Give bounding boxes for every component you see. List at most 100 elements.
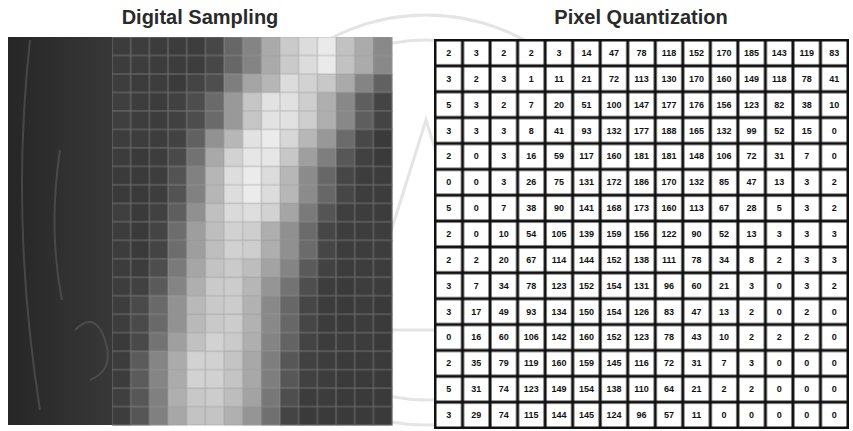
pixel-value: 119 — [793, 40, 821, 66]
pixel-value: 2 — [820, 273, 848, 299]
pixel-value-grid — [435, 40, 848, 428]
pixel-value: 138 — [628, 247, 656, 273]
pixel-value: 130 — [655, 66, 683, 92]
pixel-value: 3 — [793, 169, 821, 195]
pixel-value: 3 — [490, 118, 518, 144]
pixel-value: 0 — [463, 169, 491, 195]
pixel-value: 2 — [765, 247, 793, 273]
pixel-value: 111 — [655, 247, 683, 273]
pixel-value: 15 — [793, 118, 821, 144]
pixel-value: 160 — [710, 66, 738, 92]
pixel-value: 185 — [738, 40, 766, 66]
pixel-value: 10 — [490, 221, 518, 247]
pixel-value: 8 — [738, 247, 766, 273]
pixel-value: 177 — [628, 118, 656, 144]
pixel-value: 51 — [573, 92, 601, 118]
pixel-value: 72 — [655, 350, 683, 376]
pixel-value: 177 — [655, 92, 683, 118]
pixel-value: 11 — [683, 402, 711, 428]
pixel-value: 26 — [518, 169, 546, 195]
pixel-value: 59 — [545, 143, 573, 169]
pixel-value: 152 — [683, 40, 711, 66]
pixel-value: 31 — [463, 376, 491, 402]
pixel-value: 0 — [765, 376, 793, 402]
pixel-value: 113 — [628, 66, 656, 92]
grid-border — [435, 40, 848, 428]
pixel-value: 3 — [793, 247, 821, 273]
pixel-value: 7 — [710, 350, 738, 376]
pixel-value: 2 — [518, 40, 546, 66]
pixel-value: 123 — [628, 325, 656, 351]
pixel-value: 160 — [545, 350, 573, 376]
pixel-value: 0 — [793, 376, 821, 402]
pixel-value: 110 — [628, 376, 656, 402]
pixel-value: 152 — [600, 247, 628, 273]
pixel-value: 38 — [793, 92, 821, 118]
pixel-value: 64 — [655, 376, 683, 402]
pixel-value: 47 — [738, 169, 766, 195]
pixel-value: 106 — [518, 325, 546, 351]
pixel-value: 2 — [435, 350, 463, 376]
pixel-value: 1 — [518, 66, 546, 92]
pixel-value: 0 — [765, 273, 793, 299]
pixel-value: 160 — [600, 143, 628, 169]
pixel-value: 131 — [573, 169, 601, 195]
pixel-value: 3 — [463, 118, 491, 144]
pixel-value: 79 — [490, 350, 518, 376]
pixel-value: 49 — [490, 299, 518, 325]
pixel-value: 3 — [793, 221, 821, 247]
pixel-value: 3 — [490, 169, 518, 195]
pixel-value: 72 — [600, 66, 628, 92]
pixel-value: 47 — [600, 40, 628, 66]
pixel-value: 0 — [820, 376, 848, 402]
pixel-value: 31 — [683, 350, 711, 376]
pixel-value: 82 — [765, 92, 793, 118]
pixel-value: 10 — [710, 325, 738, 351]
pixel-value: 0 — [793, 350, 821, 376]
pixel-value: 0 — [820, 118, 848, 144]
pixel-value: 16 — [518, 143, 546, 169]
pixel-value: 7 — [490, 195, 518, 221]
pixel-value: 78 — [518, 273, 546, 299]
panel-title: Digital Sampling — [122, 6, 279, 29]
pixel-value: 147 — [628, 92, 656, 118]
pixel-value: 160 — [573, 325, 601, 351]
pixel-value: 116 — [628, 350, 656, 376]
pixel-value: 21 — [573, 66, 601, 92]
pixel-value: 154 — [600, 273, 628, 299]
pixel-value: 0 — [463, 143, 491, 169]
pixel-value: 186 — [628, 169, 656, 195]
pixel-value: 5 — [435, 92, 463, 118]
pixel-value: 145 — [600, 350, 628, 376]
pixel-value: 2 — [820, 195, 848, 221]
pixel-value: 145 — [573, 402, 601, 428]
pixel-value: 152 — [600, 325, 628, 351]
pixel-value: 13 — [765, 169, 793, 195]
panel-title: Pixel Quantization — [554, 6, 727, 29]
pixel-value: 154 — [600, 299, 628, 325]
pixel-value: 29 — [463, 402, 491, 428]
pixel-value: 3 — [490, 143, 518, 169]
pixel-value: 93 — [573, 118, 601, 144]
sampling-grid — [112, 37, 392, 425]
pixel-value: 3 — [435, 118, 463, 144]
pixel-value: 3 — [435, 402, 463, 428]
pixel-value: 3 — [765, 221, 793, 247]
pixel-value: 188 — [655, 118, 683, 144]
pixel-value: 152 — [573, 273, 601, 299]
pixel-value: 123 — [738, 92, 766, 118]
pixel-value: 13 — [738, 221, 766, 247]
pixel-value: 3 — [490, 66, 518, 92]
pixel-value: 2 — [793, 299, 821, 325]
pixel-value: 156 — [710, 92, 738, 118]
pixel-value: 114 — [545, 247, 573, 273]
pixel-value: 149 — [545, 376, 573, 402]
pixel-value: 13 — [710, 299, 738, 325]
pixel-value: 96 — [655, 273, 683, 299]
pixel-value: 2 — [435, 247, 463, 273]
pixel-value: 3 — [435, 273, 463, 299]
pixel-value: 159 — [600, 221, 628, 247]
pixel-value: 119 — [518, 350, 546, 376]
pixel-value: 83 — [820, 40, 848, 66]
